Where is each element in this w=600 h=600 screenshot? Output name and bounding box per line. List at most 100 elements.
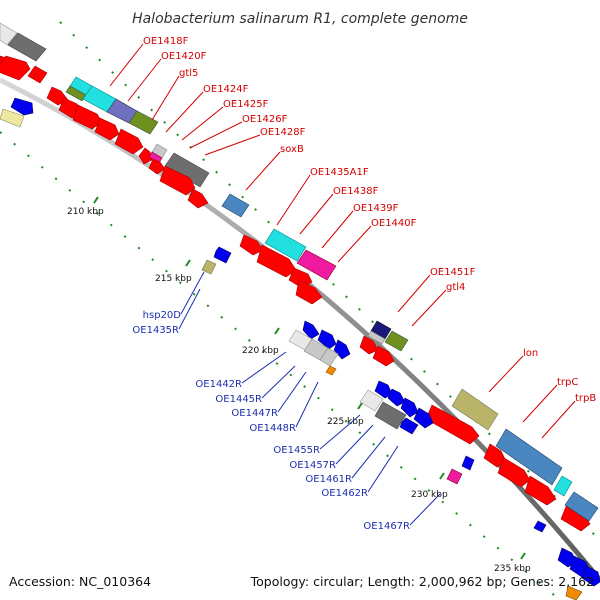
forward-gene-label[interactable]: OE1428F xyxy=(260,127,306,138)
reverse-gene[interactable] xyxy=(302,320,320,340)
forward-gene[interactable] xyxy=(128,110,159,135)
reverse-gene[interactable] xyxy=(565,585,583,600)
reverse-gene-label[interactable]: OE1461R xyxy=(305,474,352,485)
reverse-gene[interactable] xyxy=(359,389,384,412)
forward-gene-label[interactable]: lon xyxy=(523,348,538,359)
forward-gene-label[interactable]: OE1418F xyxy=(143,36,189,47)
forward-gene-label[interactable]: OE1426F xyxy=(242,114,288,125)
forward-gene[interactable] xyxy=(0,55,31,81)
forward-gene[interactable] xyxy=(367,330,386,345)
label-leader xyxy=(411,289,447,327)
forward-gene[interactable] xyxy=(65,85,87,102)
forward-gene-label[interactable]: OE1440F xyxy=(371,218,417,229)
scale-tick xyxy=(439,472,445,480)
reverse-gene[interactable] xyxy=(201,259,217,275)
forward-gene[interactable] xyxy=(148,158,166,175)
reverse-gene[interactable] xyxy=(374,380,393,399)
forward-gene-label[interactable]: trpB xyxy=(575,393,596,404)
forward-gene-label[interactable]: gtl4 xyxy=(446,282,465,293)
reverse-gene-label[interactable]: hsp20D xyxy=(143,310,182,321)
forward-gene[interactable] xyxy=(451,388,499,431)
backbone-ring xyxy=(0,77,600,582)
label-leader xyxy=(189,121,243,149)
reverse-gene[interactable] xyxy=(213,246,232,264)
forward-gene[interactable] xyxy=(239,234,264,256)
forward-gene-label[interactable]: OE1438F xyxy=(333,186,379,197)
label-leader xyxy=(165,91,204,133)
scale-label: 220 kbp xyxy=(242,346,279,356)
forward-gene[interactable] xyxy=(94,117,120,141)
backbone xyxy=(0,77,600,582)
forward-gene[interactable] xyxy=(497,457,531,488)
reverse-gene[interactable] xyxy=(413,407,434,429)
reverse-gene[interactable] xyxy=(387,388,406,407)
forward-gene[interactable] xyxy=(187,188,209,209)
forward-gene[interactable] xyxy=(27,65,48,84)
reverse-gene[interactable] xyxy=(0,108,25,128)
forward-gene[interactable] xyxy=(138,147,153,165)
reverse-gene-label[interactable]: OE1448R xyxy=(249,423,296,434)
scale-label: 235 kbp xyxy=(494,564,531,574)
reverse-gene[interactable] xyxy=(317,329,337,350)
reverse-gene[interactable] xyxy=(461,455,475,471)
reverse-gene[interactable] xyxy=(446,468,463,485)
forward-gene-label[interactable]: gtl5 xyxy=(179,68,198,79)
reverse-gene[interactable] xyxy=(533,520,547,533)
reverse-gene-label[interactable]: OE1455R xyxy=(273,445,320,456)
reverse-gene[interactable] xyxy=(400,397,419,418)
forward-gene[interactable] xyxy=(384,330,409,352)
forward-gene[interactable] xyxy=(7,32,47,62)
reverse-gene[interactable] xyxy=(581,565,600,587)
genome-summary-text: Topology: circular; Length: 2,000,962 bp… xyxy=(250,574,594,589)
reverse-gene-label[interactable]: OE1462R xyxy=(321,488,368,499)
footer: Accession: NC_010364 Topology: circular;… xyxy=(9,574,594,589)
label-leader xyxy=(397,274,431,313)
forward-gene[interactable] xyxy=(553,475,573,497)
forward-gene[interactable] xyxy=(0,22,18,46)
forward-gene-label[interactable]: trpC xyxy=(557,377,578,388)
forward-gene[interactable] xyxy=(296,249,337,281)
reverse-gene-label[interactable]: OE1435R xyxy=(132,325,179,336)
forward-gene[interactable] xyxy=(114,128,144,155)
reverse-gene-label[interactable]: OE1467R xyxy=(363,521,410,532)
forward-gene[interactable] xyxy=(256,244,297,278)
forward-gene[interactable] xyxy=(524,475,557,506)
forward-gene[interactable] xyxy=(295,279,323,305)
forward-gene-label[interactable]: OE1435A1F xyxy=(310,167,369,178)
reverse-gene-label[interactable]: OE1442R xyxy=(195,379,242,390)
forward-strand-genes xyxy=(0,22,599,532)
reverse-gene[interactable] xyxy=(374,401,407,430)
forward-gene[interactable] xyxy=(159,165,196,196)
forward-gene[interactable] xyxy=(72,104,103,130)
label-leader xyxy=(321,210,354,249)
reverse-gene-labels: hsp20D OE1435R OE1442R OE1445R OE1447R O… xyxy=(132,271,441,532)
label-leader xyxy=(180,271,205,315)
reverse-gene-label[interactable]: OE1457R xyxy=(289,460,336,471)
scale-tick xyxy=(185,259,191,267)
reverse-gene-label[interactable]: OE1447R xyxy=(231,408,278,419)
scale-label: 225 kbp xyxy=(327,417,364,427)
forward-gene-label[interactable]: OE1425F xyxy=(223,99,269,110)
forward-gene[interactable] xyxy=(264,228,307,262)
forward-gene[interactable] xyxy=(372,345,395,367)
label-leader xyxy=(335,424,374,465)
reverse-gene-label[interactable]: OE1445R xyxy=(215,394,262,405)
forward-gene[interactable] xyxy=(221,193,250,218)
label-leader xyxy=(295,381,319,428)
forward-gene[interactable] xyxy=(495,428,563,486)
reverse-gene[interactable] xyxy=(10,97,34,116)
label-leader xyxy=(245,151,281,191)
forward-gene[interactable] xyxy=(564,491,599,522)
forward-gene-label[interactable]: OE1420F xyxy=(161,51,207,62)
reverse-gene[interactable] xyxy=(399,417,419,435)
label-leader xyxy=(127,58,162,102)
forward-gene[interactable] xyxy=(164,152,210,188)
forward-gene-label[interactable]: OE1451F xyxy=(430,267,476,278)
forward-gene[interactable] xyxy=(359,335,379,355)
label-leader xyxy=(367,445,399,493)
forward-gene-label[interactable]: OE1424F xyxy=(203,84,249,95)
forward-gene-label[interactable]: soxB xyxy=(280,144,304,155)
forward-gene-label[interactable]: OE1439F xyxy=(353,203,399,214)
label-leader xyxy=(299,193,334,235)
reverse-gene[interactable] xyxy=(325,365,337,376)
